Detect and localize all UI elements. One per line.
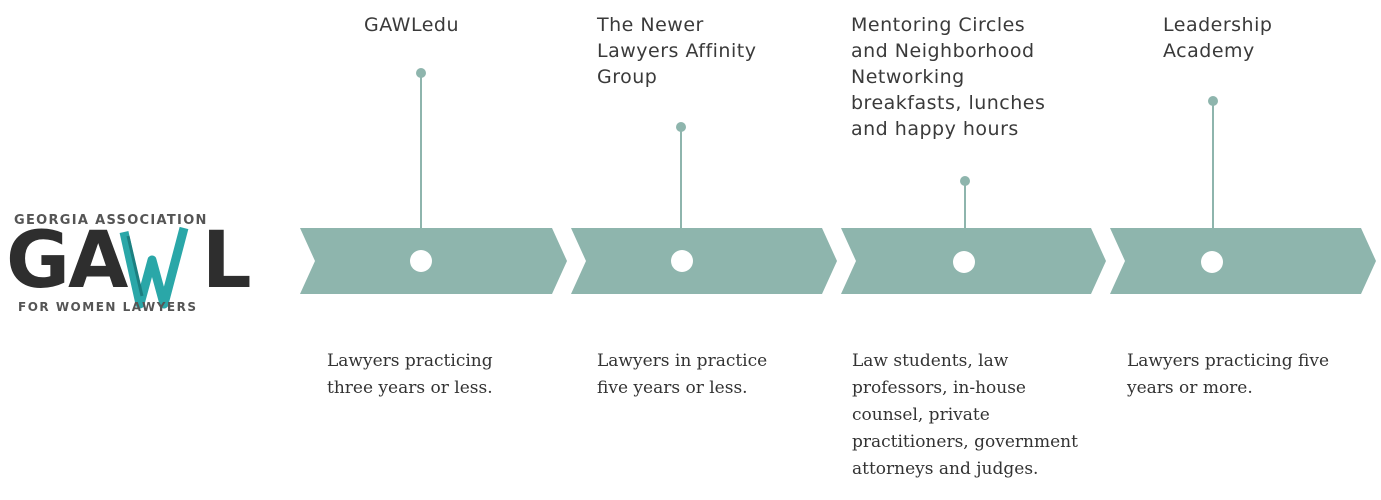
- milestone-desc-4: Lawyers practicing five years or more.: [1127, 351, 1330, 398]
- knob-3: [960, 176, 970, 186]
- milestone-title-2: The Newer Lawyers Affinity Group: [597, 14, 757, 88]
- logo-w-mark: [119, 226, 189, 309]
- milestone-desc-3: Law students, law professors, in-house c…: [852, 351, 1078, 479]
- knob-1: [416, 68, 426, 78]
- chevron-1: [300, 228, 567, 294]
- dot-4: [1201, 251, 1223, 273]
- stem-2: [680, 127, 682, 232]
- milestone-title-1: GAWLedu: [364, 14, 460, 36]
- milestone-title-4: Leadership Academy: [1163, 14, 1273, 62]
- milestone-desc-1: Lawyers practicing three years or less.: [327, 351, 493, 398]
- stem-4: [1212, 101, 1214, 232]
- chevron-4: [1110, 228, 1376, 294]
- stem-3: [964, 181, 966, 232]
- chevron-2: [571, 228, 837, 294]
- milestone-desc-2: Lawyers in practice five years or less.: [597, 351, 768, 398]
- milestone-title-3: Mentoring Circles and Neighborhood Netwo…: [851, 14, 1046, 140]
- logo-bottom-text: FOR WOMEN LAWYERS: [18, 300, 198, 314]
- stem-1: [420, 72, 422, 232]
- gawl-logo: GEORGIA ASSOCIATION GA L FOR WOMEN LAWYE…: [6, 212, 258, 316]
- knob-4: [1208, 96, 1218, 106]
- logo-top-text: GEORGIA ASSOCIATION: [14, 213, 208, 228]
- dot-2: [671, 250, 693, 272]
- dot-1: [410, 250, 432, 272]
- knob-2: [676, 122, 686, 132]
- dot-3: [953, 251, 975, 273]
